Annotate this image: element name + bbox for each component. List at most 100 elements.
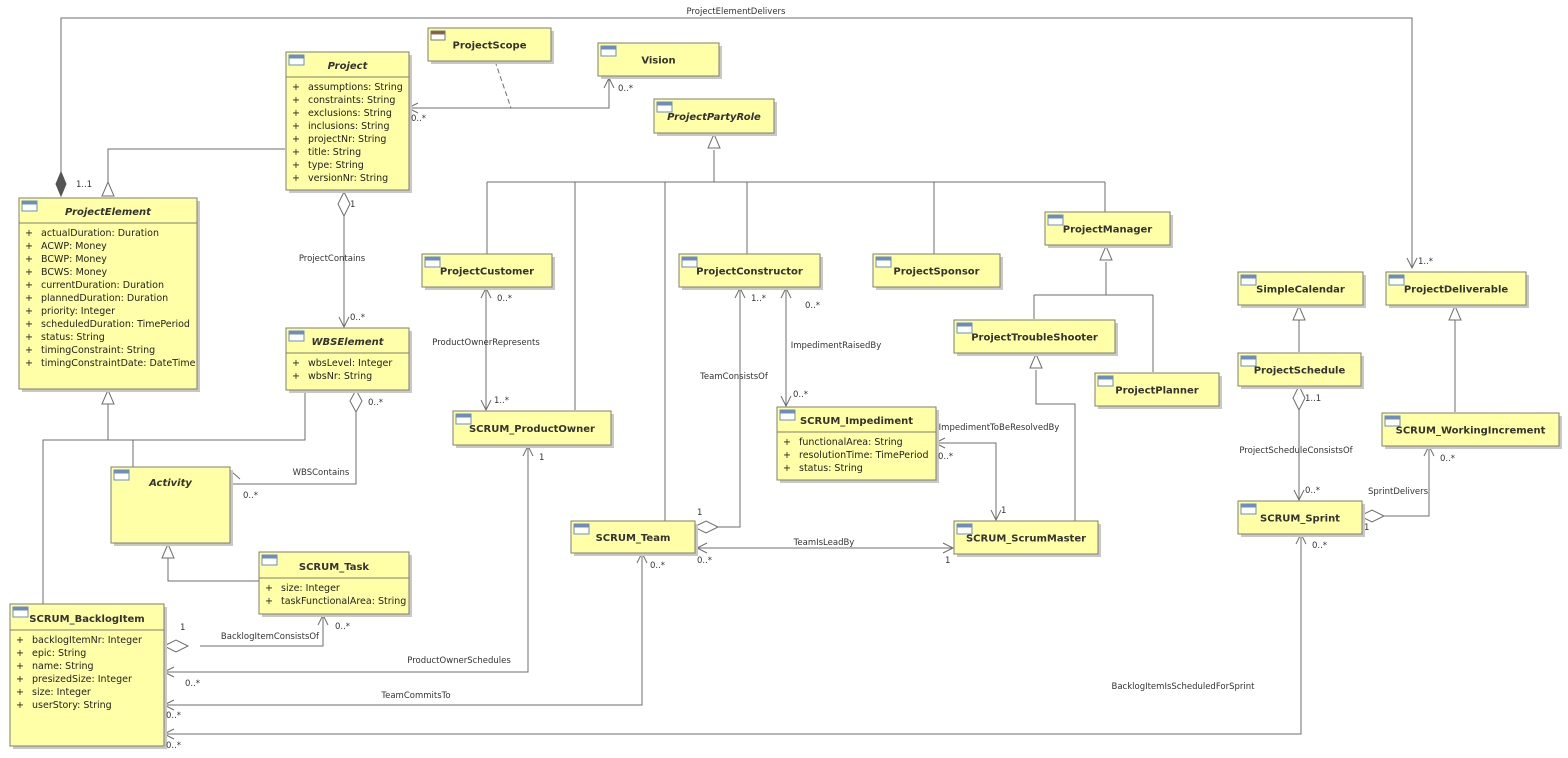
class-frame [597,42,720,77]
class-name: ProjectSchedule [1254,366,1346,377]
class-project[interactable]: Project+assumptions: String+constraints:… [285,51,412,193]
class-icon [288,330,305,342]
mult-sprint-schedule: 0..* [1305,486,1320,496]
generalization-arrow-simplecalendar [1292,304,1306,321]
mult-projectelement-delivers: 1..1 [76,180,92,190]
class-attribute: assumptions: String [308,82,403,93]
class-scrum-task[interactable]: SCRUM_Task+size: Integer+taskFunctionalA… [258,551,412,617]
class-projectplanner[interactable]: ProjectPlanner [1094,372,1222,409]
class-name: Activity [148,478,192,489]
class-scrum-sprint[interactable]: SCRUM_Sprint [1237,500,1365,537]
visibility-marker: + [292,82,300,93]
visibility-marker: + [25,228,33,239]
class-name: SCRUM_BacklogItem [29,614,144,625]
class-attribute: userStory: String [32,700,112,711]
arrowhead-wbselement [338,316,350,329]
class-projectmanager[interactable]: ProjectManager [1044,211,1173,248]
class-name: WBSElement [312,337,385,348]
class-projectconstructor[interactable]: ProjectConstructor [678,253,823,290]
class-projectcustomer[interactable]: ProjectCustomer [421,253,555,290]
class-frame [258,551,410,615]
visibility-marker: + [16,687,24,698]
class-attribute: BCWP: Money [41,254,107,265]
mult-backlogitem-consists: 1 [180,623,185,633]
assoc-label-sprintdelivers: SprintDelivers [1368,487,1429,497]
class-frame [1237,271,1364,306]
aggregation-diamond-team [692,520,720,534]
class-scrum-backlogitem[interactable]: SCRUM_BacklogItem+backlogItemNr: Integer… [9,603,167,749]
class-projecttroubleshooter[interactable]: ProjectTroubleShooter [953,319,1118,356]
class-activity[interactable]: Activity [110,466,233,546]
assoc-label-backlogitemconsistsof: BacklogItemConsistsOf [221,632,320,642]
class-projectpartyrole[interactable]: ProjectPartyRole [653,98,777,136]
visibility-marker: + [25,345,33,356]
class-icon [455,413,472,425]
class-vision[interactable]: Vision [597,42,722,79]
aggregation-diamond-backlogitem [162,639,190,653]
aggregation-diamond-project [337,190,351,218]
class-frame [9,603,165,747]
class-name: SimpleCalendar [1256,285,1345,296]
class-scrum-impediment[interactable]: SCRUM_Impediment+functionalArea: String+… [776,406,939,483]
mult-projectschedule: 1..1 [1305,394,1321,404]
assoc-label-teamcommitsto: TeamCommitsTo [380,691,450,701]
class-attribute: scheduledDuration: TimePeriod [41,319,190,330]
class-attribute: functionalArea: String [799,437,903,448]
arrowhead-productowner-top [480,399,492,412]
class-frame [1094,372,1220,407]
mult-scrummaster-leadby: 1 [945,556,950,566]
class-scrum-productowner[interactable]: SCRUM_ProductOwner [452,410,614,448]
class-attribute: wbsLevel: Integer [308,358,392,369]
class-name: ProjectScope [453,41,527,52]
package-icon [430,30,446,41]
class-projectelement[interactable]: ProjectElement+actualDuration: Duration+… [18,197,200,392]
class-frame [1381,412,1560,447]
class-attribute: actualDuration: Duration [41,228,159,239]
assoc-label-wbscontains: WBSContains [293,468,350,478]
visibility-marker: + [25,254,33,265]
class-scrum-workingincrement[interactable]: SCRUM_WorkingIncrement [1381,412,1562,449]
class-attribute: taskFunctionalArea: String [281,596,406,607]
class-projectschedule[interactable]: ProjectSchedule [1237,352,1364,389]
class-frame [1237,500,1363,535]
class-frame [953,520,1099,555]
class-icon [779,409,796,421]
class-attribute: exclusions: String [308,108,392,119]
class-scrum-scrummaster[interactable]: SCRUM_ScrumMaster [953,520,1101,557]
class-name: SCRUM_Sprint [1260,514,1340,525]
class-attribute: BCWS: Money [41,267,108,278]
aggregation-diamond-wbselement [349,388,363,414]
class-scrum-team[interactable]: SCRUM_Team [570,520,698,556]
class-icon [261,554,278,566]
mult-impediment-raised: 0..* [793,390,808,400]
visibility-marker: + [265,596,273,607]
mult-team-consists: 1 [697,508,702,518]
class-projectsponsor[interactable]: ProjectSponsor [872,253,1003,290]
class-wbselement[interactable]: WBSElement+wbsLevel: Integer+wbsNr: Stri… [285,327,412,393]
class-attribute: presizedSize: Integer [32,674,132,685]
mult-team-commits: 0..* [650,561,665,571]
visibility-marker: + [292,121,300,132]
class-icon [956,523,973,535]
visibility-marker: + [783,437,791,448]
class-name: Project [328,61,369,72]
generalization-arrow-projectpartyrole [707,132,721,149]
visibility-marker: + [25,293,33,304]
mult-projectconstructor-team: 1..* [751,294,766,304]
class-attribute: wbsNr: String [308,371,372,382]
class-projectdeliverable[interactable]: ProjectDeliverable [1385,271,1529,308]
class-simplecalendar[interactable]: SimpleCalendar [1237,271,1366,308]
visibility-marker: + [292,147,300,158]
class-frame [570,520,696,554]
class-projectscope[interactable]: ProjectScope [427,27,554,64]
class-frame [678,253,821,288]
class-name: SCRUM_Impediment [800,416,913,427]
class-icon [1384,415,1401,427]
mult-scrummaster-resolved: 1 [1001,506,1006,516]
assoc-label-impedimenttoberesolvedby: ImpedimentToBeResolvedBy [939,423,1060,433]
class-attribute: projectNr: String [308,134,386,145]
mult-projectdeliverable: 1..* [1418,257,1433,267]
multiplicities: 1..1 1..* 0..* 0..* 1 0..* 0..* 0..* 0..… [76,84,1455,751]
aggregation-diamond-schedule [1292,384,1306,412]
mult-sprint-delivers: 1 [1364,523,1369,533]
